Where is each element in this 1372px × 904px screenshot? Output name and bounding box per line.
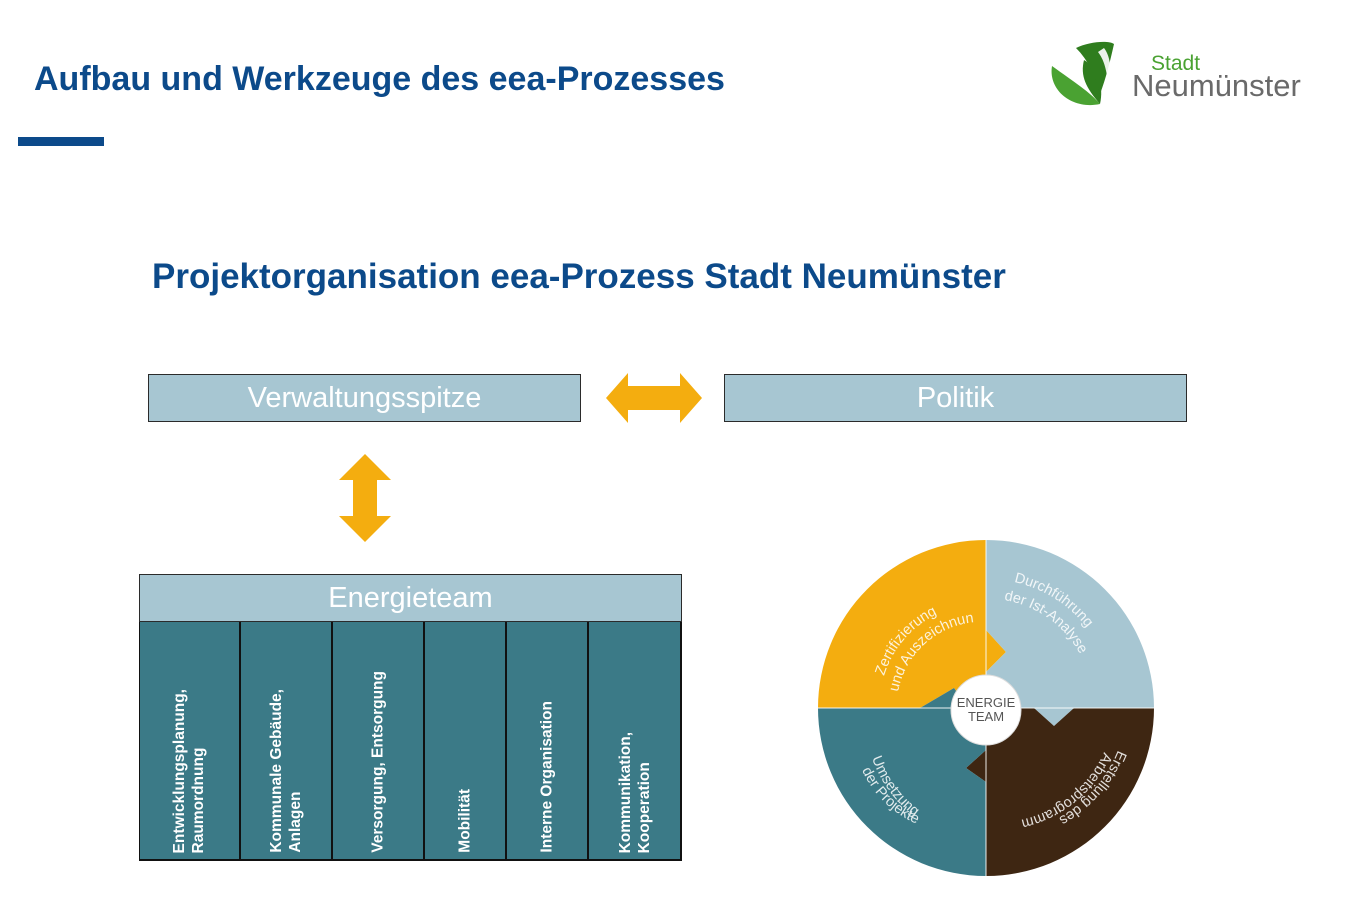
vertical-double-arrow-icon [339, 454, 391, 542]
column-label: Mobilität [456, 789, 474, 853]
cycle-center-text-line2: TEAM [968, 709, 1004, 724]
segment-zertifizierung [818, 540, 1006, 708]
column-label: Kommunikation, Kooperation [616, 731, 653, 853]
cycle-center-circle [950, 674, 1022, 746]
eea-cycle-diagram: ENERGIE TEAM Zertifizierung und Auszeich… [808, 530, 1154, 876]
column-label: Entwicklungsplanung, Raumordnung [171, 688, 208, 853]
column-label: Kommunale Gebäude, Anlagen [267, 689, 304, 853]
column-entwicklungsplanung: Entwicklungsplanung, Raumordnung [140, 622, 241, 859]
energieteam-header: Energieteam [139, 574, 682, 622]
politik-box: Politik [724, 374, 1187, 422]
verwaltungsspitze-box: Verwaltungsspitze [148, 374, 581, 422]
column-interne-organisation: Interne Organisation [507, 622, 590, 859]
logo-text-name: Neumünster [1132, 68, 1301, 103]
segment-arbeitsprogramm [966, 708, 1154, 876]
column-label: Interne Organisation [538, 701, 556, 853]
energieteam-block: Energieteam Entwicklungsplanung, Raumord… [139, 574, 682, 861]
segment-umsetzung [818, 688, 986, 876]
horizontal-double-arrow-icon [606, 373, 702, 423]
leaf-logo-icon [1051, 41, 1114, 106]
energieteam-columns: Entwicklungsplanung, Raumordnung Kommuna… [139, 622, 682, 861]
title-accent-bar [18, 137, 104, 146]
column-kommunikation: Kommunikation, Kooperation [589, 622, 682, 859]
logo-text-stadt: Stadt [1151, 52, 1201, 75]
page-title: Aufbau und Werkzeuge des eea-Prozesses [34, 60, 725, 98]
column-kommunale-gebaeude: Kommunale Gebäude, Anlagen [240, 622, 333, 859]
cycle-center-text-line1: ENERGIE [957, 695, 1016, 710]
diagram-subtitle: Projektorganisation eea-Prozess Stadt Ne… [152, 257, 1006, 296]
column-label: Versorgung, Entsorgung [369, 671, 387, 853]
column-versorgung: Versorgung, Entsorgung [332, 622, 426, 859]
column-mobilitaet: Mobilität [425, 622, 508, 859]
segment-ist-analyse [986, 540, 1154, 726]
